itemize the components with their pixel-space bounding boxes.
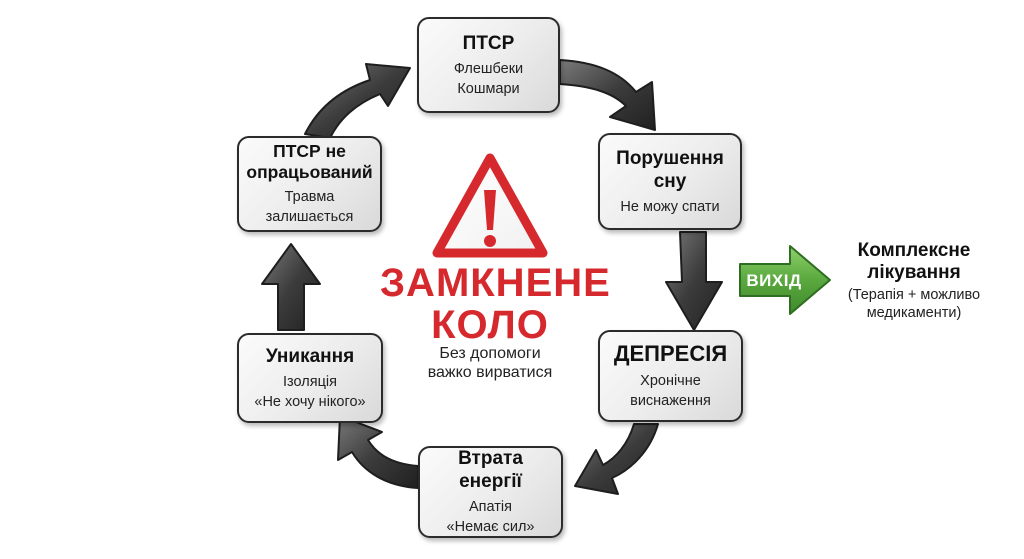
arrow-untreated-to-ptsr — [304, 63, 411, 139]
exit-title-line-1: Комплексне — [857, 240, 971, 261]
node-sleep-title: Порушення сну — [616, 147, 724, 192]
center-subtitle-line-1: Без допомоги — [439, 345, 541, 362]
node-avoidance-line-1: Ізоляція — [283, 373, 337, 390]
center-title-line-1: ЗАМКНЕНЕ — [380, 261, 611, 305]
node-energy-loss: Втрата енергії Апатія «Немає сил» — [418, 446, 563, 538]
node-avoidance-line-2: «Не хочу нікого» — [254, 393, 366, 410]
node-energy-title: Втрата енергії — [458, 448, 523, 492]
node-sleep-disturbance: Порушення сну Не можу спати — [598, 133, 742, 230]
exit-title-line-2: лікування — [867, 262, 961, 283]
arrow-depression-to-energy — [574, 423, 659, 495]
center-title: ЗАМКНЕНЕ КОЛО — [380, 261, 611, 347]
node-depression-line-2: виснаження — [630, 393, 711, 409]
node-untreated-line-2: залишається — [265, 209, 354, 225]
arrow-sleep-to-depression — [665, 231, 723, 331]
node-avoidance: Уникання Ізоляція «Не хочу нікого» — [237, 333, 383, 423]
node-untreated-subtitle: Травма залишається — [266, 187, 354, 227]
node-depression-title: ДЕПРЕСІЯ — [613, 341, 728, 366]
exit-arrow: ВИХІД — [739, 245, 831, 315]
center-title-line-2: КОЛО — [431, 303, 549, 347]
center-subtitle: Без допомоги важко вирватися — [400, 344, 580, 382]
exit-subtitle-line-1: (Терапія + можливо — [847, 287, 981, 303]
arrow-energy-to-avoidance — [337, 415, 419, 489]
center-subtitle-line-2: важко вирватися — [427, 364, 553, 381]
node-energy-line-2: «Немає сил» — [446, 519, 535, 535]
node-depression: ДЕПРЕСІЯ Хронічне виснаження — [598, 330, 743, 422]
node-depression-subtitle: Хронічне виснаження — [630, 371, 711, 411]
node-energy-subtitle: Апатія «Немає сил» — [447, 497, 535, 537]
node-untreated-line-1: Травма — [284, 189, 335, 205]
exit-label: ВИХІД — [746, 271, 801, 290]
node-avoidance-title: Уникання — [265, 345, 355, 367]
node-untreated-title: ПТСР не опрацьований — [246, 141, 373, 182]
node-avoidance-subtitle: Ізоляція «Не хочу нікого» — [254, 372, 365, 412]
arrow-ptsr-to-sleep — [559, 59, 656, 131]
warning-triangle-icon — [432, 153, 548, 258]
node-depression-line-1: Хронічне — [640, 373, 701, 389]
node-ptsr-title: ПТСР — [462, 32, 515, 54]
node-sleep-line-1: Не можу спати — [620, 198, 720, 215]
exit-subtitle-line-2: медикаменти) — [866, 305, 962, 321]
exit-description: Комплексне лікування (Терапія + можливо … — [822, 240, 1006, 322]
node-energy-line-1: Апатія — [469, 499, 512, 515]
node-ptsr-line-2: Кошмари — [457, 80, 520, 97]
arrow-avoidance-to-untreated — [261, 243, 321, 331]
node-ptsr: ПТСР Флешбеки Кошмари — [417, 17, 560, 113]
node-ptsr-line-1: Флешбеки — [453, 60, 524, 77]
node-ptsr-subtitle: Флешбеки Кошмари — [454, 59, 523, 99]
node-untreated-ptsr: ПТСР не опрацьований Травма залишається — [237, 136, 382, 232]
